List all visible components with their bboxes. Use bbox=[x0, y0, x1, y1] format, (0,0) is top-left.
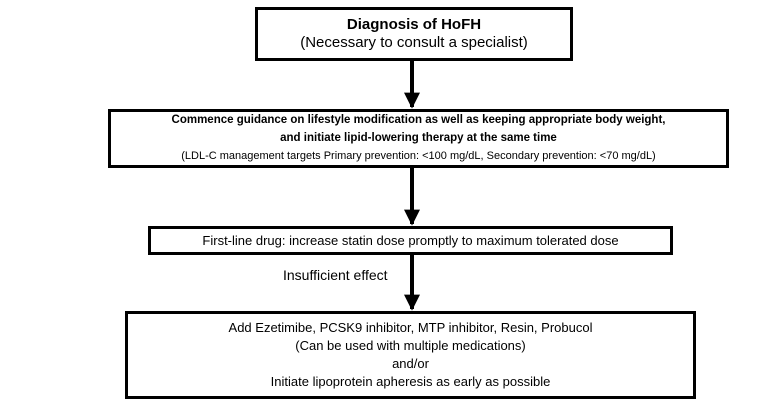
lifestyle-line-1: Commence guidance on lifestyle modificat… bbox=[171, 114, 666, 127]
insufficient-effect-label: Insufficient effect bbox=[283, 267, 388, 283]
ldl-targets-line: (LDL-C management targets Primary preven… bbox=[181, 149, 656, 162]
add-on-therapy-box: Add Ezetimibe, PCSK9 inhibitor, MTP inhi… bbox=[125, 311, 696, 399]
add-on-line-1: Add Ezetimibe, PCSK9 inhibitor, MTP inhi… bbox=[228, 320, 593, 336]
lifestyle-line-2: and initiate lipid-lowering therapy at t… bbox=[280, 131, 557, 144]
add-on-line-3: and/or bbox=[392, 356, 429, 371]
lifestyle-box: Commence guidance on lifestyle modificat… bbox=[108, 109, 729, 168]
add-on-line-2: (Can be used with multiple medications) bbox=[295, 338, 526, 354]
first-line-drug-box: First-line drug: increase statin dose pr… bbox=[148, 226, 673, 255]
diagnosis-box: Diagnosis of HoFH (Necessary to consult … bbox=[255, 7, 573, 61]
diagnosis-title: Diagnosis of HoFH bbox=[346, 15, 482, 33]
diagnosis-subtitle: (Necessary to consult a specialist) bbox=[300, 34, 528, 51]
add-on-line-4: Initiate lipoprotein apheresis as early … bbox=[270, 373, 551, 389]
first-line-drug-text: First-line drug: increase statin dose pr… bbox=[202, 232, 619, 248]
